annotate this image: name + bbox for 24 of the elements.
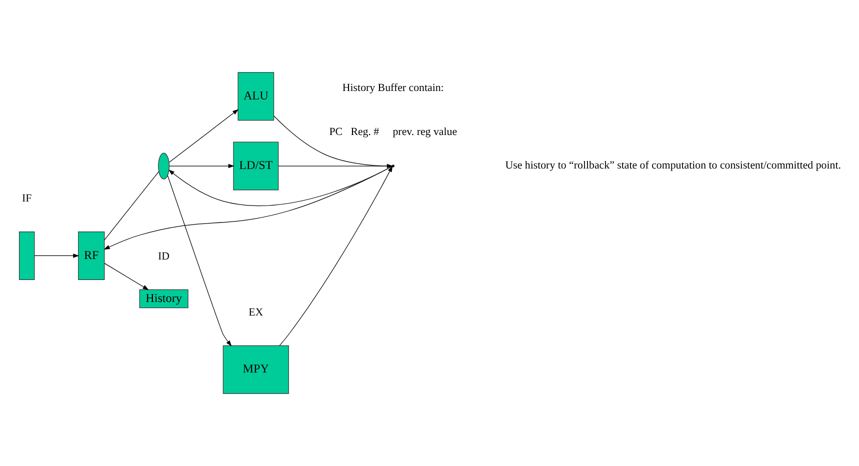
- label: History Buffer contain:: [342, 82, 444, 94]
- node-box: MPY: [222, 345, 289, 394]
- node-box: [18, 231, 35, 280]
- arrow: [34, 254, 80, 258]
- node-box: ALU: [238, 72, 274, 121]
- label: IF: [22, 192, 32, 204]
- arrow: [168, 109, 239, 163]
- node-box: History: [139, 289, 188, 308]
- node-ellipse: [158, 152, 170, 180]
- arrow: [168, 164, 234, 168]
- label: Use history to “rollback” state of computation to consistent/committed point.: [505, 160, 841, 172]
- node-box: LD/ST: [233, 142, 279, 190]
- node-point: [392, 164, 395, 168]
- label: EX: [248, 306, 264, 318]
- label: PC Reg. # prev. reg value: [329, 126, 458, 138]
- arrow: [278, 164, 393, 168]
- arrow: [104, 263, 149, 290]
- node-box: RF: [78, 231, 105, 280]
- arrow: [104, 166, 392, 250]
- arrow: [167, 175, 232, 346]
- arrow: [279, 166, 393, 346]
- label: ID: [158, 250, 170, 263]
- arrow: [168, 166, 392, 206]
- connector: [104, 171, 160, 240]
